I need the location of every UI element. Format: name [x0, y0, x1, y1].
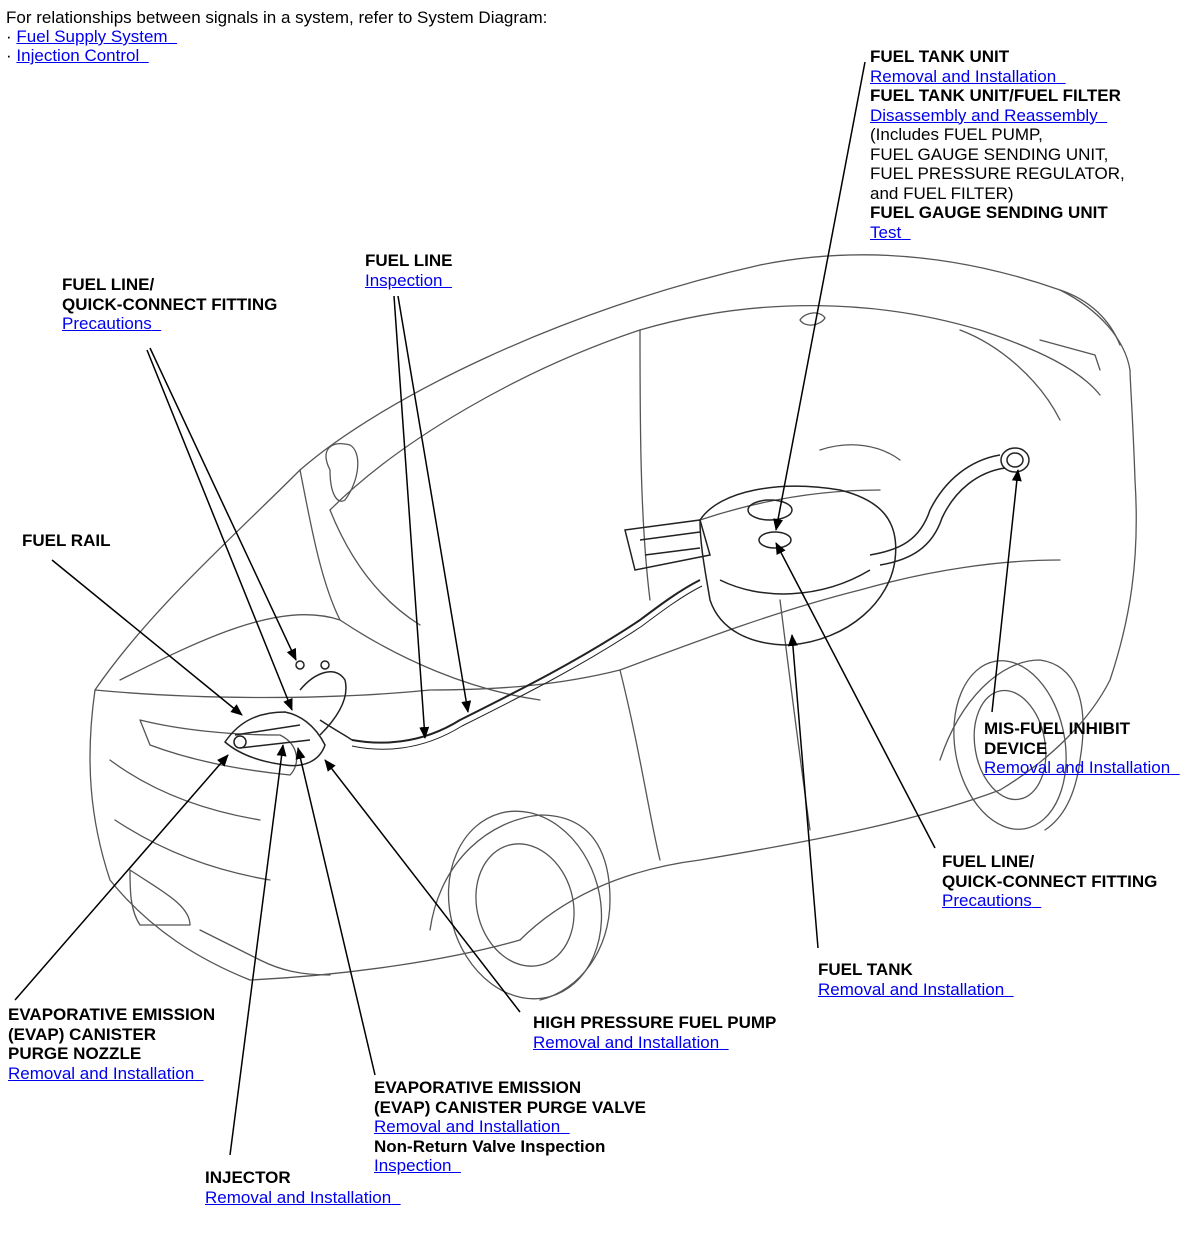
label-quick-connect-left: FUEL LINE/ QUICK-CONNECT FITTING Precaut…: [62, 275, 277, 334]
label-note: and FUEL FILTER): [870, 183, 1014, 203]
label-fuel-line: FUEL LINE Inspection: [365, 251, 453, 290]
label-title: MIS-FUEL INHIBIT: [984, 719, 1131, 738]
link-fuel-gauge-test[interactable]: Test: [870, 222, 902, 242]
label-title: QUICK-CONNECT FITTING: [62, 294, 278, 314]
link-fuel-supply-system[interactable]: Fuel Supply System: [16, 27, 168, 46]
bullet: ·: [6, 46, 12, 65]
label-title: FUEL RAIL: [22, 531, 111, 550]
link-injector-removal[interactable]: Removal and Installation: [205, 1187, 392, 1207]
bullet: ·: [6, 27, 12, 46]
label-fuel-rail: FUEL RAIL: [22, 531, 110, 551]
label-title: Non-Return Valve Inspection: [374, 1136, 606, 1156]
link-fuel-tank-unit-disassembly[interactable]: Disassembly and Reassembly: [870, 105, 1098, 125]
label-evap-purge-valve: EVAPORATIVE EMISSION (EVAP) CANISTER PUR…: [374, 1078, 646, 1176]
label-title: EVAPORATIVE EMISSION: [8, 1005, 216, 1024]
link-injection-control[interactable]: Injection Control: [16, 46, 140, 65]
leader-lines: [14, 61, 1022, 1156]
intro-text: For relationships between signals in a s…: [6, 8, 548, 27]
label-title: FUEL LINE/: [62, 275, 155, 294]
link-fuel-tank-removal[interactable]: Removal and Installation: [818, 979, 1005, 999]
label-title: (EVAP) CANISTER: [8, 1024, 156, 1044]
link-non-return-valve-inspection[interactable]: Inspection: [374, 1156, 452, 1175]
link-evap-nozzle-removal[interactable]: Removal and Installation: [8, 1063, 195, 1083]
label-fuel-tank-unit: FUEL TANK UNIT Removal and Installation …: [870, 47, 1125, 242]
label-note: (Includes FUEL PUMP,: [870, 125, 1043, 144]
label-title: FUEL TANK: [818, 960, 913, 979]
label-title: DEVICE: [984, 738, 1048, 758]
label-title: INJECTOR: [205, 1168, 291, 1187]
label-fuel-tank: FUEL TANK Removal and Installation: [818, 960, 1014, 999]
label-title: (EVAP) CANISTER PURGE VALVE: [374, 1097, 647, 1117]
label-title: FUEL LINE: [365, 251, 453, 270]
label-title: FUEL TANK UNIT/FUEL FILTER: [870, 86, 1121, 105]
fuel-system-components: [224, 447, 1030, 767]
label-title: FUEL LINE/: [942, 852, 1035, 871]
label-title: HIGH PRESSURE FUEL PUMP: [533, 1013, 777, 1032]
label-quick-connect-right: FUEL LINE/ QUICK-CONNECT FITTING Precaut…: [942, 852, 1157, 911]
label-title: PURGE NOZZLE: [8, 1044, 142, 1063]
link-misfuel-removal[interactable]: Removal and Installation: [984, 758, 1171, 777]
label-note: FUEL GAUGE SENDING UNIT,: [870, 144, 1109, 164]
label-note: FUEL PRESSURE REGULATOR,: [870, 164, 1125, 183]
link-evap-valve-removal[interactable]: Removal and Installation: [374, 1117, 561, 1136]
label-title: QUICK-CONNECT FITTING: [942, 871, 1158, 891]
label-evap-purge-nozzle: EVAPORATIVE EMISSION (EVAP) CANISTER PUR…: [8, 1005, 215, 1083]
label-title: FUEL GAUGE SENDING UNIT: [870, 203, 1108, 222]
label-high-pressure-fuel-pump: HIGH PRESSURE FUEL PUMP Removal and Inst…: [533, 1013, 776, 1052]
link-quick-connect-precautions[interactable]: Precautions: [62, 314, 152, 333]
link-quick-connect-precautions[interactable]: Precautions: [942, 891, 1032, 910]
intro-block: For relationships between signals in a s…: [6, 8, 547, 65]
label-title: EVAPORATIVE EMISSION: [374, 1078, 582, 1097]
label-misfuel-inhibit-device: MIS-FUEL INHIBIT DEVICE Removal and Inst…: [984, 719, 1180, 778]
link-hp-pump-removal[interactable]: Removal and Installation: [533, 1032, 720, 1052]
link-fuel-tank-unit-removal[interactable]: Removal and Installation: [870, 66, 1057, 86]
label-injector: INJECTOR Removal and Installation: [205, 1168, 401, 1207]
label-title: FUEL TANK UNIT: [870, 47, 1010, 66]
link-fuel-line-inspection[interactable]: Inspection: [365, 270, 443, 290]
